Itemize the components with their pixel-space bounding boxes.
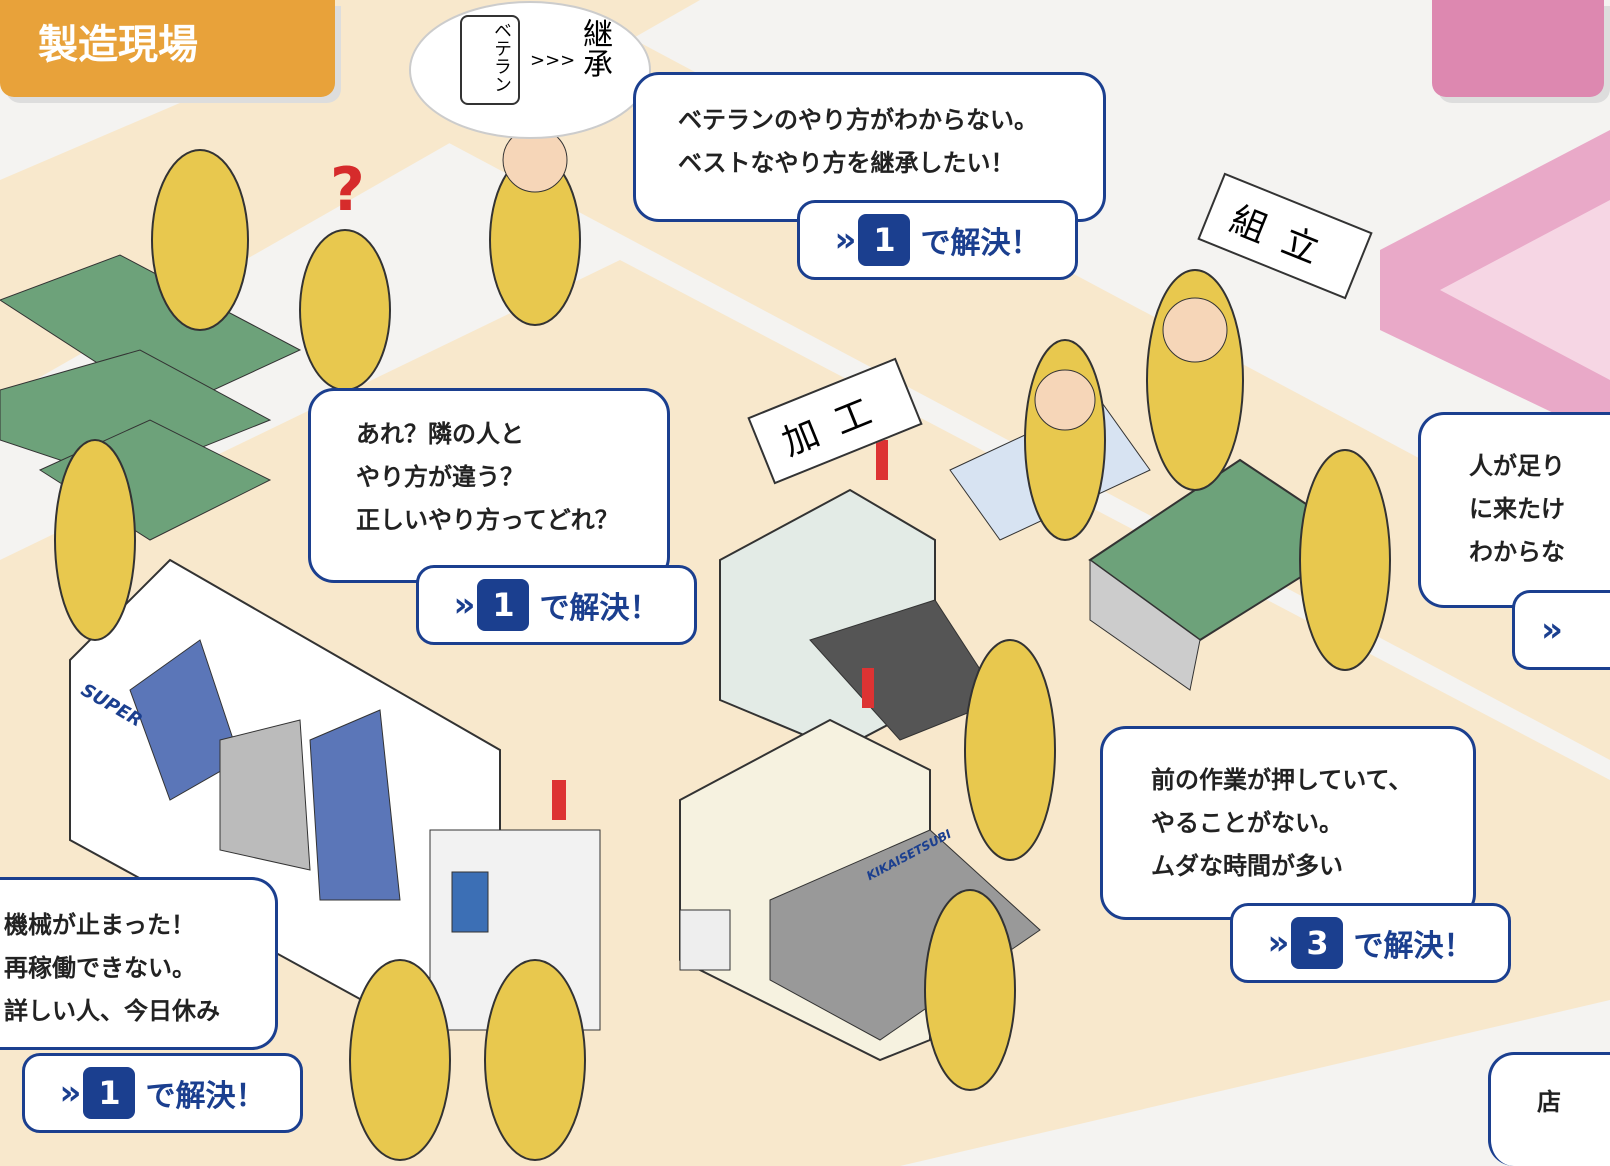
bubble-line: わからな <box>1469 538 1565 566</box>
chevron-right-icon: » <box>1267 923 1290 963</box>
svg-text:?: ? <box>330 155 365 225</box>
solution-number: 1 <box>477 579 530 631</box>
bubble-line: ムダな時間が多い <box>1151 852 1343 880</box>
bubble-line: やり方が違う？ <box>356 463 524 491</box>
solution-button[interactable]: » 1 で解決！ <box>22 1053 303 1133</box>
side-tag <box>1432 0 1604 97</box>
bubble-line: 店 <box>1537 1088 1561 1116</box>
section-tag: 製造現場 <box>0 0 335 97</box>
speech-bubble-idle: 前の作業が押していて、 やることがない。 ムダな時間が多い <box>1100 726 1476 920</box>
section-title: 製造現場 <box>38 22 198 68</box>
speech-bubble-staffing: 人が足り に来たけ わからな <box>1418 412 1610 608</box>
speech-bubble-veteran: ベテランのやり方がわからない。 ベストなやり方を継承したい！ <box>633 72 1106 222</box>
bubble-line: に来たけ <box>1469 495 1565 523</box>
bubble-line: 人が足り <box>1469 452 1565 480</box>
bubble-line: やることがない。 <box>1151 809 1343 837</box>
speech-bubble-machine-stop: 機械が止まった！ 再稼働できない。 詳しい人、今日休み <box>0 877 278 1050</box>
bubble-line: 詳しい人、今日休み <box>4 997 220 1025</box>
chevron-right-icon: » <box>834 220 857 260</box>
solution-label: で解決！ <box>920 226 1041 261</box>
solution-button[interactable]: » 1 で解決！ <box>797 200 1078 280</box>
bubble-line: 再稼働できない。 <box>4 954 196 982</box>
chevron-right-icon: » <box>453 585 476 625</box>
speech-bubble-method: あれ？隣の人と やり方が違う？ 正しいやり方ってどれ？ <box>308 388 670 583</box>
chevron-right-icon: » <box>1541 610 1563 650</box>
solution-label: で解決！ <box>145 1079 266 1114</box>
bubble-line: 機械が止まった！ <box>4 911 196 939</box>
speech-bubble-store: 店 <box>1488 1052 1610 1166</box>
signal-light-icon <box>552 440 888 820</box>
bubble-line: 前の作業が押していて、 <box>1151 766 1413 794</box>
solution-label: で解決！ <box>1353 929 1474 964</box>
bubble-line: 正しいやり方ってどれ？ <box>356 506 619 534</box>
chevron-right-icon: » <box>59 1073 82 1113</box>
thought-veteran: ベテラン <box>460 15 520 105</box>
solution-button[interactable]: » 1 で解決！ <box>416 565 697 645</box>
bubble-line: あれ？隣の人と <box>356 420 524 448</box>
solution-number: 1 <box>858 214 911 266</box>
solution-label: で解決！ <box>539 591 660 626</box>
solution-button[interactable]: » 3 で解決！ <box>1230 903 1511 983</box>
solution-number: 1 <box>83 1067 136 1119</box>
bubble-line: ベストなやり方を継承したい！ <box>678 149 1015 177</box>
thought-inherit: 継承 <box>577 18 612 78</box>
thought-arrow: >>> <box>530 50 576 71</box>
solution-button[interactable]: » <box>1512 590 1610 670</box>
solution-number: 3 <box>1291 917 1344 969</box>
bubble-line: ベテランのやり方がわからない。 <box>678 106 1038 134</box>
